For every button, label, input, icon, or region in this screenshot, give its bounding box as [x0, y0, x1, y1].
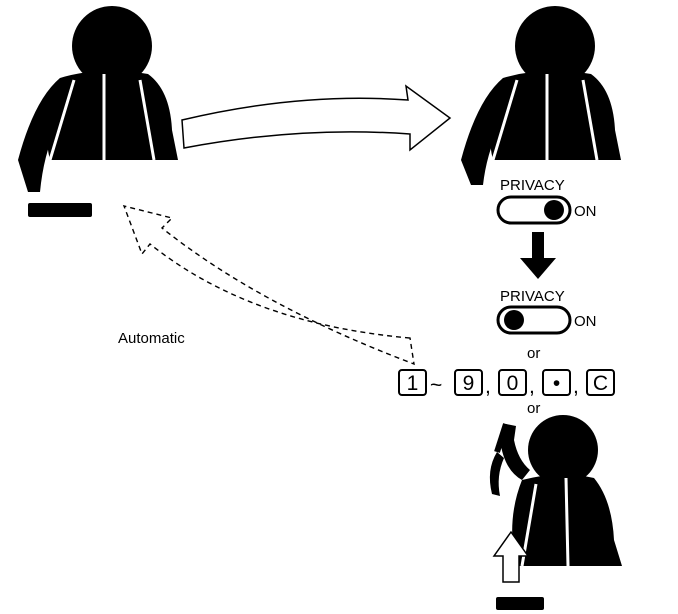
svg-text:•: • [553, 372, 560, 395]
key-dot-button[interactable]: • [542, 369, 571, 396]
or-label-1: or [527, 345, 540, 362]
person-left-icon [18, 6, 178, 192]
on-label-bottom: ON [574, 313, 597, 330]
tilde-separator: ~ [430, 374, 442, 397]
svg-text:0: 0 [507, 372, 519, 395]
keypad-row: 1 ~ 9 , 0 , • , C [398, 369, 615, 398]
svg-text:1: 1 [407, 372, 419, 395]
automatic-return-arrow-icon [122, 204, 415, 366]
person-right-icon [461, 6, 621, 185]
key-0-button[interactable]: 0 [498, 369, 527, 396]
privacy-label-top: PRIVACY [500, 177, 565, 194]
svg-text:C: C [593, 372, 608, 395]
transition-arrow-icon [181, 84, 452, 152]
handset-icon [489, 423, 516, 496]
down-arrow-icon [520, 232, 556, 279]
automatic-label: Automatic [118, 330, 185, 347]
comma-separator-3: , [573, 375, 579, 398]
lift-arrow-icon [492, 530, 530, 583]
key-c-button[interactable]: C [586, 369, 615, 396]
key-9-button[interactable]: 9 [454, 369, 483, 396]
phone-base-left [28, 203, 92, 217]
privacy-switch-on[interactable] [496, 195, 572, 225]
comma-separator-2: , [529, 375, 535, 398]
comma-separator-1: , [485, 375, 491, 398]
key-1-button[interactable]: 1 [398, 369, 427, 396]
svg-text:9: 9 [463, 372, 475, 395]
privacy-label-bottom: PRIVACY [500, 288, 565, 305]
privacy-switch-off[interactable] [496, 305, 572, 335]
person-handset-icon [500, 415, 622, 567]
phone-base-bottom [496, 597, 544, 610]
on-label-top: ON [574, 203, 597, 220]
or-label-2: or [527, 400, 540, 417]
